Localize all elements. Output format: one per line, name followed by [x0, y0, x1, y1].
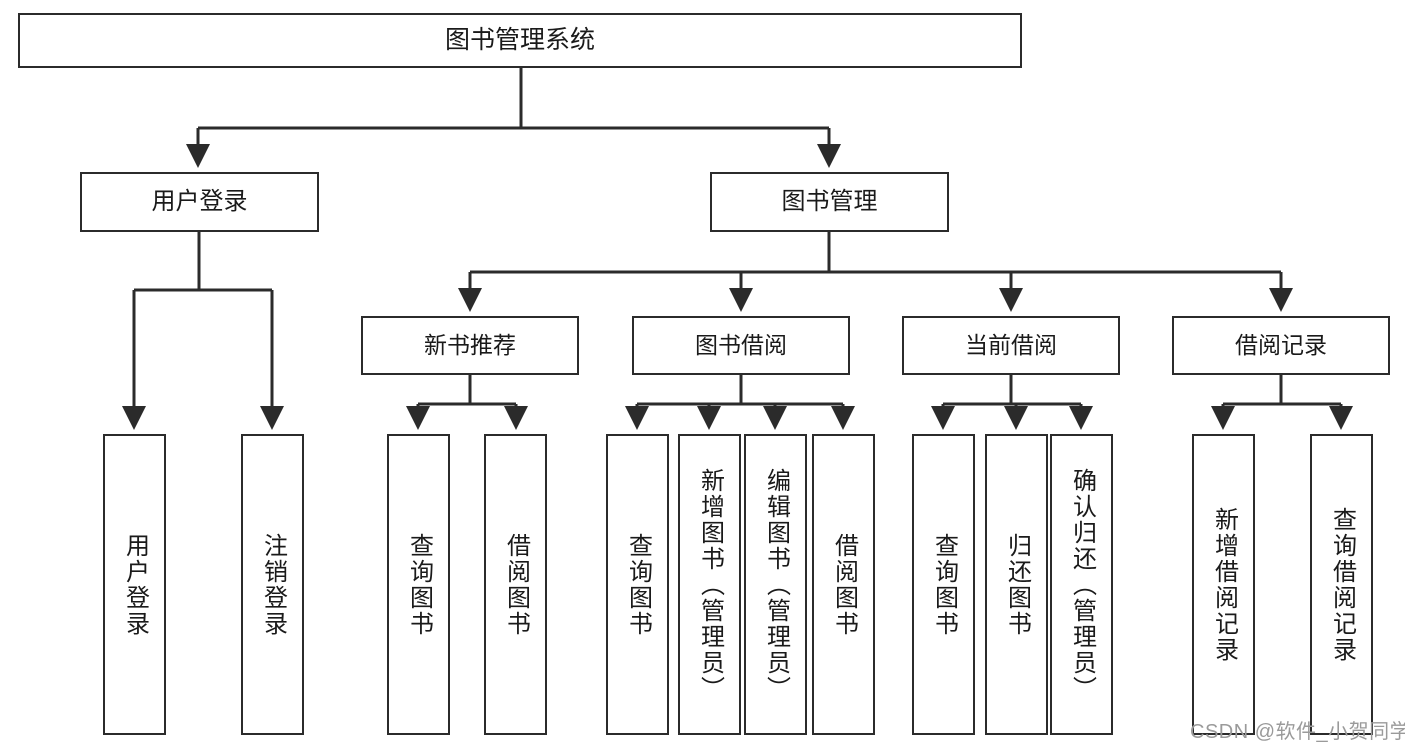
node-leaf-logout-label: 注销登录 — [259, 532, 287, 637]
node-leaf-add-record[interactable]: 新增借阅记录 — [1192, 434, 1255, 735]
node-leaf-query-record[interactable]: 查询借阅记录 — [1310, 434, 1373, 735]
node-leaf-add-book-label: 新增图书（管理员） — [696, 467, 724, 702]
node-root-label: 图书管理系统 — [444, 25, 595, 54]
node-leaf-query-book-1[interactable]: 查询图书 — [387, 434, 450, 735]
node-borrow-record-label: 借阅记录 — [1235, 331, 1327, 358]
node-book-manage-label: 图书管理 — [781, 187, 878, 215]
node-leaf-user-login[interactable]: 用户登录 — [103, 434, 166, 735]
node-leaf-user-login-label: 用户登录 — [121, 532, 149, 637]
node-book-borrow[interactable]: 图书借阅 — [632, 316, 850, 375]
node-new-book-recommend-label: 新书推荐 — [424, 331, 516, 358]
node-leaf-query-record-label: 查询借阅记录 — [1328, 506, 1356, 663]
node-leaf-query-book-2-label: 查询图书 — [624, 532, 652, 637]
node-leaf-add-record-label: 新增借阅记录 — [1210, 506, 1238, 663]
node-leaf-confirm-return[interactable]: 确认归还（管理员） — [1050, 434, 1113, 735]
node-leaf-borrow-book-2-label: 借阅图书 — [830, 532, 858, 637]
node-book-manage[interactable]: 图书管理 — [710, 172, 949, 232]
node-leaf-query-book-1-label: 查询图书 — [405, 532, 433, 637]
node-leaf-query-book-3-label: 查询图书 — [930, 532, 958, 637]
node-current-borrow-label: 当前借阅 — [965, 331, 1057, 358]
node-current-borrow[interactable]: 当前借阅 — [902, 316, 1120, 375]
node-user-login[interactable]: 用户登录 — [80, 172, 319, 232]
node-user-login-label: 用户登录 — [151, 187, 248, 215]
node-book-borrow-label: 图书借阅 — [695, 331, 787, 358]
node-leaf-edit-book[interactable]: 编辑图书（管理员） — [744, 434, 807, 735]
node-leaf-query-book-3[interactable]: 查询图书 — [912, 434, 975, 735]
node-leaf-confirm-return-label: 确认归还（管理员） — [1068, 467, 1096, 702]
node-new-book-recommend[interactable]: 新书推荐 — [361, 316, 579, 375]
node-borrow-record[interactable]: 借阅记录 — [1172, 316, 1390, 375]
node-leaf-query-book-2[interactable]: 查询图书 — [606, 434, 669, 735]
node-leaf-borrow-book-1-label: 借阅图书 — [502, 532, 530, 637]
node-leaf-borrow-book-1[interactable]: 借阅图书 — [484, 434, 547, 735]
node-root[interactable]: 图书管理系统 — [18, 13, 1022, 68]
node-leaf-borrow-book-2[interactable]: 借阅图书 — [812, 434, 875, 735]
csdn-watermark: CSDN @软件_小贺同学 — [1190, 721, 1405, 743]
node-leaf-add-book[interactable]: 新增图书（管理员） — [678, 434, 741, 735]
node-leaf-return-book[interactable]: 归还图书 — [985, 434, 1048, 735]
node-leaf-edit-book-label: 编辑图书（管理员） — [762, 467, 790, 702]
node-leaf-logout[interactable]: 注销登录 — [241, 434, 304, 735]
node-leaf-return-book-label: 归还图书 — [1003, 532, 1031, 637]
